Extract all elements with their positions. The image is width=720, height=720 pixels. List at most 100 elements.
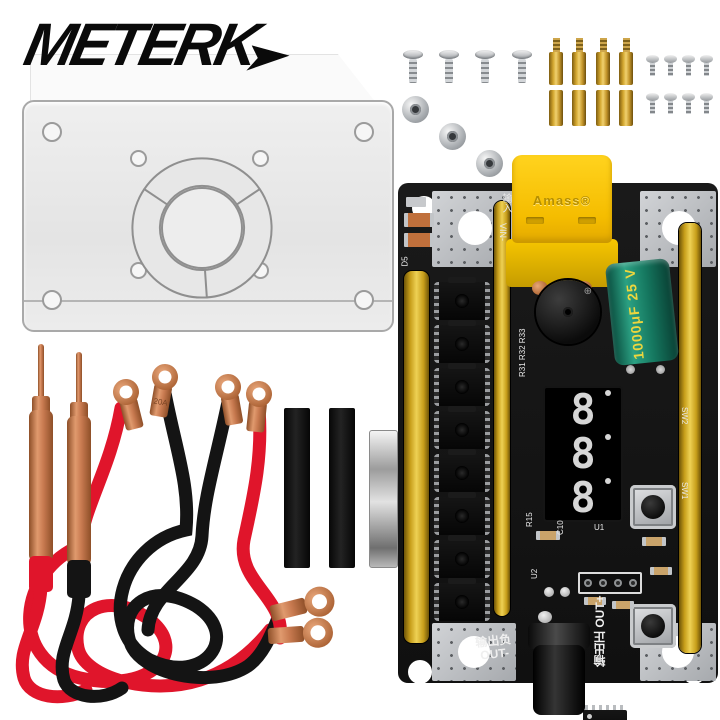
solder-joint bbox=[560, 587, 570, 597]
welding-pens-and-cables: 20A bbox=[15, 344, 335, 704]
output-positive-label: 输出正 OUT+ bbox=[593, 583, 607, 679]
plate-corner-hole bbox=[42, 290, 62, 310]
small-screw bbox=[700, 93, 713, 114]
output-jack-collar bbox=[528, 623, 590, 649]
xt60-brand-text: Amass® bbox=[532, 193, 592, 208]
capacitor-lead bbox=[626, 365, 635, 374]
welding-pen bbox=[29, 344, 53, 592]
welding-pen bbox=[67, 352, 91, 598]
ring-terminal bbox=[246, 381, 272, 433]
input-label-cn: 输入 bbox=[500, 193, 511, 213]
gold-bus-rail-left-inner bbox=[494, 201, 510, 616]
black-cable bbox=[141, 395, 235, 637]
small-screw bbox=[664, 55, 677, 76]
silkscreen-u1: U1 bbox=[594, 523, 605, 532]
solder-joint bbox=[538, 611, 552, 623]
capacitor-marking: 1000μF 25 V bbox=[621, 267, 647, 361]
xt60-connector: Amass® bbox=[512, 155, 612, 243]
gold-bus-rail-right bbox=[679, 223, 701, 653]
brass-standoff-male bbox=[596, 38, 610, 85]
fan-mount-hole bbox=[252, 150, 269, 167]
gold-bus-rail-left-outer bbox=[404, 271, 429, 643]
tinned-pad bbox=[640, 191, 716, 267]
smd-component bbox=[642, 537, 666, 546]
lug-stamp-text: 20A bbox=[153, 396, 169, 407]
smd-resistor bbox=[404, 233, 434, 247]
nut bbox=[439, 123, 466, 150]
mosfet bbox=[434, 320, 490, 363]
xt60-skirt bbox=[506, 239, 618, 287]
silkscreen-d5: D5 bbox=[400, 256, 410, 267]
ring-terminal bbox=[267, 617, 333, 648]
fan-hub bbox=[161, 187, 243, 269]
out-pos-cn: 输出正 bbox=[593, 630, 607, 667]
capacitor-lead bbox=[656, 365, 665, 374]
electrolytic-capacitor: 1000μF 25 V bbox=[604, 257, 680, 367]
fan-mount-hole bbox=[130, 150, 147, 167]
nut bbox=[476, 150, 503, 177]
machine-screw bbox=[403, 50, 423, 83]
small-screw bbox=[682, 93, 695, 114]
xt60-slot bbox=[578, 217, 596, 224]
tinned-pad bbox=[432, 623, 516, 681]
out-pos-en: OUT+ bbox=[593, 595, 607, 628]
decimal-point bbox=[605, 434, 611, 440]
mosfet bbox=[434, 363, 490, 406]
silkscreen-r15: R15 bbox=[525, 512, 534, 527]
buzzer-polarity-mark: ⊕ bbox=[583, 286, 592, 297]
fan-blade bbox=[131, 187, 208, 299]
black-cable bbox=[113, 386, 285, 684]
mosfet bbox=[434, 535, 490, 578]
plate-corner-hole bbox=[42, 122, 62, 142]
pcb-corner-hole bbox=[408, 660, 432, 684]
nickel-strip bbox=[369, 430, 398, 568]
mount-hole bbox=[458, 636, 490, 668]
decimal-point bbox=[605, 390, 611, 396]
small-screw bbox=[664, 93, 677, 114]
silkscreen-c10: C10 bbox=[556, 520, 565, 535]
output-cables bbox=[15, 386, 287, 704]
brass-standoff-female bbox=[596, 90, 610, 126]
output-negative-label: 输出负 OUT- bbox=[475, 632, 514, 663]
button-sw1 bbox=[630, 604, 676, 648]
seven-segment-display: 8 8 8 bbox=[543, 386, 623, 522]
small-screw bbox=[646, 55, 659, 76]
heat-shrink-tube bbox=[329, 408, 355, 568]
mosfet bbox=[434, 406, 490, 449]
brand-logo-text: METERK bbox=[18, 11, 263, 78]
machine-screw bbox=[475, 50, 495, 83]
nut bbox=[402, 96, 429, 123]
mosfet bbox=[434, 449, 490, 492]
solder-joint bbox=[544, 587, 554, 597]
ring-terminal bbox=[269, 586, 335, 621]
spot-welder-pcb: D5 输入 VIN- Amass® ⊕ 1000μF 25 V R31 R32 … bbox=[398, 155, 718, 720]
plate-seam bbox=[24, 300, 392, 302]
ring-terminal bbox=[113, 379, 144, 431]
mosfet bbox=[434, 277, 490, 320]
mosfet bbox=[434, 492, 490, 535]
brass-standoff-female bbox=[572, 90, 586, 126]
brass-standoff-male bbox=[549, 38, 563, 85]
small-screw bbox=[646, 93, 659, 114]
small-screw bbox=[682, 55, 695, 76]
display-digit: 8 bbox=[553, 433, 613, 475]
machine-screw bbox=[512, 50, 532, 83]
input-label-en: VIN- bbox=[498, 223, 508, 241]
small-screw bbox=[700, 55, 713, 76]
button-sw2 bbox=[630, 485, 676, 529]
display-digit: 8 bbox=[553, 477, 613, 519]
button-sw2-label: SW2 bbox=[680, 407, 689, 425]
machine-screw bbox=[439, 50, 459, 83]
silkscreen-r31-r32-r33: R31 R32 R33 bbox=[518, 328, 527, 377]
smd-component bbox=[612, 601, 634, 609]
output-jack bbox=[533, 645, 585, 715]
brass-standoff-female bbox=[549, 90, 563, 126]
pin1-dot bbox=[587, 714, 592, 719]
brass-standoff-female bbox=[619, 90, 633, 126]
ring-terminal-20a: 20A bbox=[149, 364, 178, 418]
button-sw1-label: SW1 bbox=[680, 482, 689, 500]
red-cable bbox=[236, 402, 287, 645]
mcu-chip bbox=[583, 705, 627, 720]
heat-shrink-tube bbox=[284, 408, 310, 568]
